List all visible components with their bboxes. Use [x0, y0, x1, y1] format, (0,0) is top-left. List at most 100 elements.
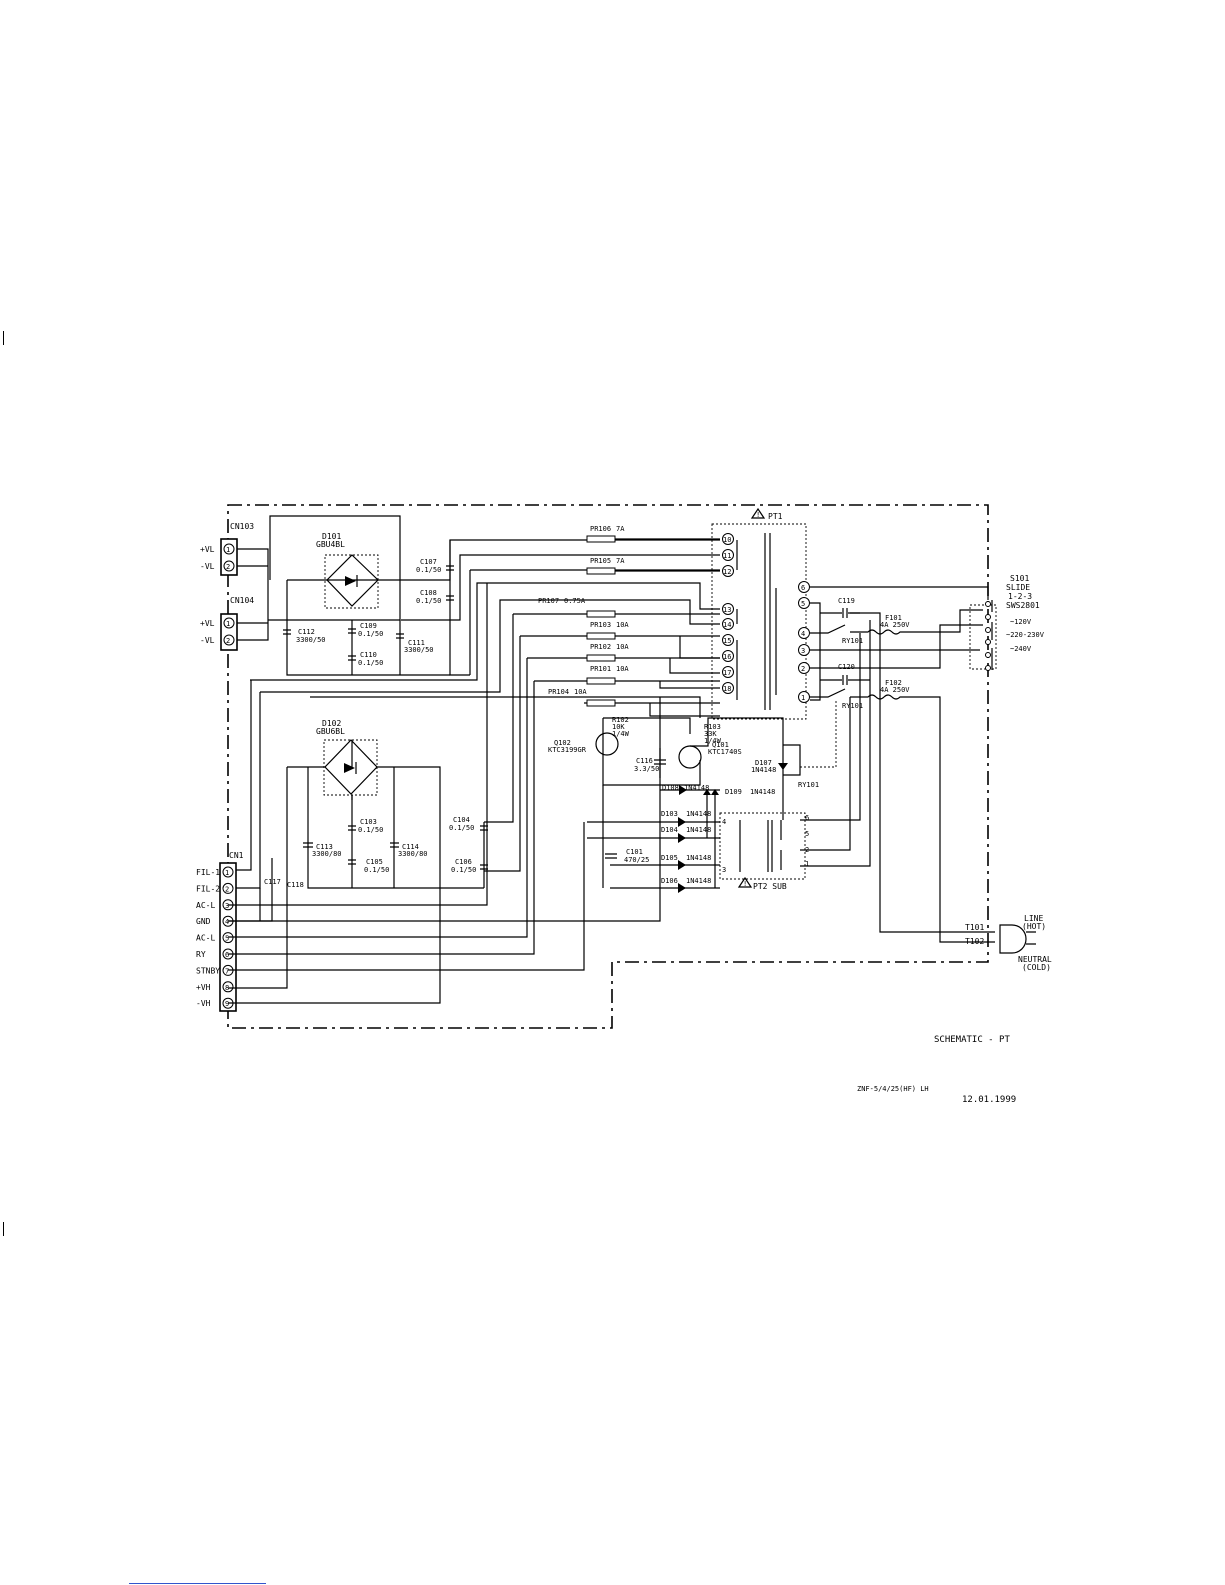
- svg-text:C106: C106: [455, 858, 472, 866]
- svg-text:1N4148: 1N4148: [686, 877, 711, 885]
- cn103-pin2-name: -VL: [200, 562, 215, 571]
- svg-text:NEUTRAL: NEUTRAL: [1018, 955, 1052, 964]
- cn1-pin: [222, 882, 234, 894]
- svg-text:10A: 10A: [616, 643, 629, 651]
- svg-text:D104: D104: [661, 826, 678, 834]
- pt1-primary-pin-number: 5: [801, 600, 805, 608]
- pt1-primary-pin-number: 1: [801, 694, 805, 702]
- cn1-pin-number: 9: [225, 1000, 229, 1008]
- cn103-label: CN103: [230, 522, 254, 531]
- pt1-secondary-pin-number: 12: [723, 568, 731, 576]
- svg-text:1/4W: 1/4W: [704, 737, 722, 745]
- svg-text:~220-230V: ~220-230V: [1006, 631, 1045, 639]
- d102-ref: D102: [322, 719, 341, 728]
- svg-text:R102: R102: [612, 716, 629, 724]
- svg-text:10A: 10A: [574, 688, 587, 696]
- svg-text:Q101: Q101: [712, 741, 729, 749]
- svg-text:Q102: Q102: [554, 739, 571, 747]
- svg-text:3: 3: [722, 866, 726, 874]
- svg-text:C113: C113: [316, 843, 333, 851]
- svg-text:C116: C116: [636, 757, 653, 765]
- cn1-pin-name: GND: [196, 917, 211, 926]
- svg-text:0.1/50: 0.1/50: [358, 630, 383, 638]
- cn103-pin1-name: +VL: [200, 545, 215, 554]
- cn1-pin-name: RY: [196, 950, 206, 959]
- cn1-pin-number: 2: [225, 885, 229, 893]
- svg-text:2: 2: [226, 563, 230, 571]
- cn1-pin-number: 3: [225, 902, 229, 910]
- pt1-secondary-pin-number: 15: [723, 637, 731, 645]
- pt1-secondary-pin: [722, 682, 734, 694]
- pt1-secondary-pin: [722, 533, 734, 545]
- cn1-pin-name: -VH: [196, 999, 211, 1008]
- svg-text:D107: D107: [755, 759, 772, 767]
- svg-text:D108: D108: [662, 784, 679, 792]
- cn1-pin-number: 5: [225, 935, 229, 943]
- svg-text:4: 4: [722, 818, 726, 826]
- svg-text:~240V: ~240V: [1010, 645, 1032, 653]
- pt2-label: PT2 SUB: [753, 882, 787, 891]
- relay-driver: R102 10K 1/4W Q102 KTC3199GR R103 33K 1/…: [548, 700, 837, 820]
- pt1-primary-pin-number: 3: [801, 647, 805, 655]
- pt1-secondary-pin-number: 18: [723, 685, 731, 693]
- cn1-pin-number: 6: [225, 951, 229, 959]
- transformer-pt2: ! PT2 SUB 4 3 6 5 2 1: [719, 620, 871, 891]
- svg-text:RY101: RY101: [842, 637, 863, 645]
- cn1-pin-number: 7: [225, 967, 229, 975]
- svg-text:C119: C119: [838, 597, 855, 605]
- svg-text:R103: R103: [704, 723, 721, 731]
- pt1-primary-pin: [798, 662, 810, 674]
- svg-text:C110: C110: [360, 651, 377, 659]
- pt1-secondary-pin: [722, 603, 734, 615]
- svg-text:0.75A: 0.75A: [564, 597, 586, 605]
- svg-text:C111: C111: [408, 639, 425, 647]
- pt1-primary-pin: [798, 581, 810, 593]
- svg-text:1-2-3: 1-2-3: [1008, 592, 1032, 601]
- svg-text:PR101: PR101: [590, 665, 611, 673]
- pt1-secondary-pin-number: 11: [723, 552, 731, 560]
- svg-text:!: !: [743, 880, 747, 888]
- svg-text:6: 6: [805, 814, 809, 822]
- svg-text:D106: D106: [661, 877, 678, 885]
- svg-text:~120V: ~120V: [1010, 618, 1032, 626]
- pt1-secondary-pin: [722, 565, 734, 577]
- svg-text:0.1/50: 0.1/50: [451, 866, 476, 874]
- mains-input: C119 C120 RY101 RY101 F101 4A 250V F102 …: [810, 574, 1052, 972]
- bridge-d102: D102 GBU6BL: [316, 719, 378, 796]
- svg-text:C108: C108: [420, 589, 437, 597]
- board-outline: [227, 504, 989, 1029]
- pt1-secondary-pin: [722, 618, 734, 630]
- svg-text:1N4148: 1N4148: [684, 784, 709, 792]
- svg-text:PR105: PR105: [590, 557, 611, 565]
- svg-text:RY101: RY101: [798, 781, 819, 789]
- svg-text:C105: C105: [366, 858, 383, 866]
- svg-text:T102: T102: [965, 937, 984, 946]
- svg-text:KTC3199GR: KTC3199GR: [548, 746, 587, 754]
- cn1-pin-name: FIL-2: [196, 884, 220, 893]
- footer-link-underline: [129, 1583, 266, 1584]
- svg-text:7A: 7A: [616, 557, 625, 565]
- svg-text:1/4W: 1/4W: [612, 730, 630, 738]
- cn1-pin-number: 1: [225, 869, 229, 877]
- pt1-secondary-pin: [722, 549, 734, 561]
- svg-text:1N4148: 1N4148: [686, 854, 711, 862]
- pt1-label: PT1: [768, 512, 783, 521]
- svg-text:10A: 10A: [616, 665, 629, 673]
- cn1-pin: [222, 866, 234, 878]
- pt1-secondary-pin-number: 14: [723, 621, 731, 629]
- pt1-secondary-pin-number: 17: [723, 669, 731, 677]
- pt1-secondary-pin: [722, 666, 734, 678]
- cn1-label: CN1: [229, 851, 244, 860]
- svg-text:T101: T101: [965, 923, 984, 932]
- svg-text:D109: D109: [725, 788, 742, 796]
- svg-text:2: 2: [226, 637, 230, 645]
- svg-text:C101: C101: [626, 848, 643, 856]
- cn1-pin-name: FIL-1: [196, 868, 220, 877]
- svg-text:(COLD): (COLD): [1022, 963, 1051, 972]
- svg-text:SWS2801: SWS2801: [1006, 601, 1040, 610]
- svg-text:C103: C103: [360, 818, 377, 826]
- cn1-pin-number: 8: [225, 984, 229, 992]
- d102-part: GBU6BL: [316, 727, 345, 736]
- svg-text:0.1/50: 0.1/50: [358, 826, 383, 834]
